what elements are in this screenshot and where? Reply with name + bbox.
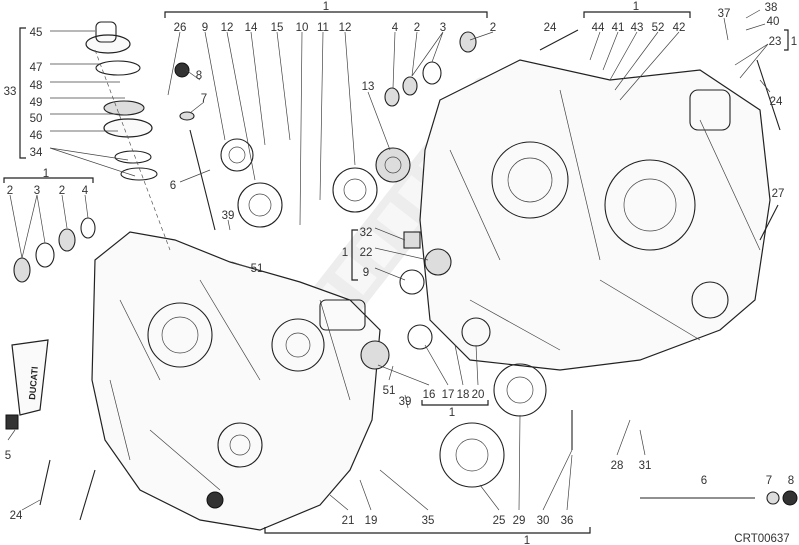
callout: 39	[399, 396, 412, 408]
callout: 23	[769, 36, 782, 48]
callout: 8	[788, 475, 794, 487]
callout: 51	[383, 385, 396, 397]
water-pump-assembly	[85, 21, 171, 251]
callout: 2	[7, 185, 13, 197]
callout: 18	[457, 389, 470, 401]
callout: 28	[611, 460, 624, 472]
group-braces	[3, 11, 789, 534]
bolts-and-studs	[39, 29, 798, 521]
callout: 2	[59, 185, 65, 197]
callout: 26	[174, 22, 187, 34]
callout: 1	[791, 36, 797, 48]
callout: 1	[449, 407, 455, 419]
callout: 49	[30, 97, 43, 109]
callout: 37	[718, 8, 731, 20]
callout: 1	[43, 168, 49, 180]
callout: 52	[652, 22, 665, 34]
callout: 40	[767, 16, 780, 28]
callout: 13	[362, 81, 375, 93]
callout: 20	[472, 389, 485, 401]
callout: 2	[490, 22, 496, 34]
callout: 3	[34, 185, 40, 197]
callout: 51	[251, 263, 264, 275]
callout: 7	[766, 475, 772, 487]
callout: 32	[360, 227, 373, 239]
callout: 38	[765, 2, 778, 14]
callout: 34	[30, 147, 43, 159]
callout: 47	[30, 62, 43, 74]
callout: 27	[772, 188, 785, 200]
callout: 31	[639, 460, 652, 472]
callout: 9	[363, 267, 369, 279]
bearings	[220, 138, 547, 488]
callout: 30	[537, 515, 550, 527]
callout: 2	[414, 22, 420, 34]
callout: 15	[271, 22, 284, 34]
callout: 3	[440, 22, 446, 34]
callout: 14	[245, 22, 258, 34]
callout: 12	[221, 22, 234, 34]
callout: 6	[701, 475, 707, 487]
callout: 1	[323, 1, 329, 13]
sealant-tube: DUCATI	[5, 339, 49, 430]
callout: 19	[365, 515, 378, 527]
callout: 22	[360, 247, 373, 259]
callout: 24	[770, 96, 783, 108]
seal-spacer-set	[13, 31, 477, 283]
callout: 33	[4, 86, 17, 98]
callout: 11	[317, 22, 329, 34]
callout: 29	[513, 515, 526, 527]
callout: 5	[5, 450, 11, 462]
callout: 24	[10, 510, 23, 522]
callout: 9	[202, 22, 208, 34]
callout-labels: 1 26 9 12 14 15 10 11 12 4 2 3 2 24 1 44…	[4, 1, 798, 545]
callout: 16	[423, 389, 436, 401]
callout: 50	[30, 113, 43, 125]
callout: 39	[222, 210, 235, 222]
callout: 12	[339, 22, 352, 34]
callout: 7	[201, 93, 207, 105]
callout: 1	[633, 1, 639, 13]
callout: 42	[673, 22, 686, 34]
left-crankcase-half	[91, 231, 381, 531]
callout: 35	[422, 515, 435, 527]
callout: 1	[342, 247, 348, 259]
callout: 45	[30, 27, 43, 39]
callout: 48	[30, 80, 43, 92]
callout: 36	[561, 515, 574, 527]
callout: 46	[30, 130, 43, 142]
callout: 6	[170, 180, 176, 192]
callout: 4	[392, 22, 399, 34]
callout: 10	[296, 22, 309, 34]
tube-label: DUCATI	[27, 366, 40, 400]
callout: 24	[544, 22, 557, 34]
leader-lines	[7, 9, 771, 511]
callout: 4	[82, 185, 89, 197]
callout: 21	[342, 515, 355, 527]
callout: 17	[442, 389, 455, 401]
callout: 41	[612, 22, 625, 34]
reference-code: CRT00637	[734, 533, 789, 545]
callout: 1	[524, 535, 530, 545]
callout: 43	[631, 22, 644, 34]
callout: 44	[592, 22, 605, 34]
callout: 8	[196, 70, 202, 82]
callout: 25	[493, 515, 506, 527]
right-crankcase-half	[419, 59, 771, 371]
